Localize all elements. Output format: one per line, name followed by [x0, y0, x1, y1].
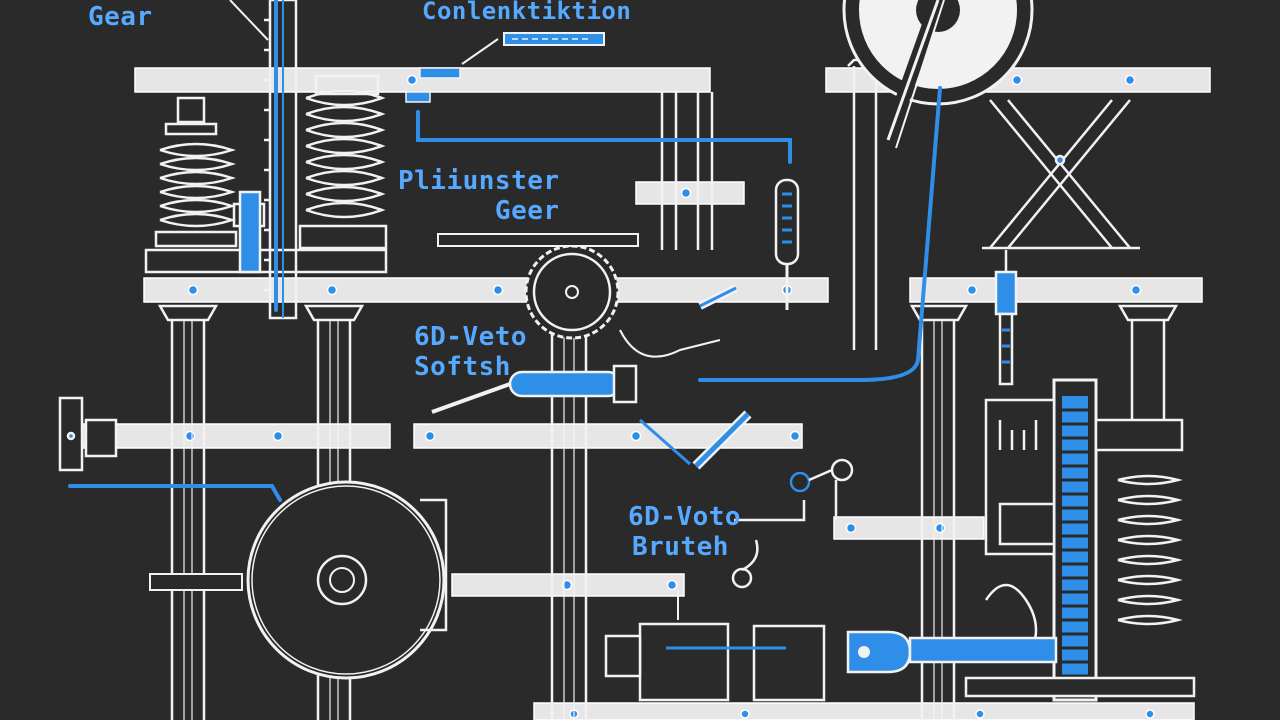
left-bracket: [58, 396, 118, 472]
beam-right-lower: [833, 516, 985, 540]
bolt: [492, 284, 504, 296]
column-upper-center: [660, 92, 714, 250]
beam-bottom: [533, 702, 1195, 720]
bolt: [561, 579, 573, 591]
bolt: [424, 430, 436, 442]
softsh-line1: 6D-Veto: [414, 322, 528, 352]
pliiunster-text: Pliiunster: [398, 166, 560, 196]
bolt: [966, 284, 978, 296]
bolt: [1130, 284, 1142, 296]
center-lever: [431, 284, 752, 470]
center-spring-assembly: [298, 74, 388, 250]
cross-brace: [982, 99, 1140, 250]
bolt: [1145, 709, 1155, 719]
top-connector: [405, 32, 605, 103]
gear-label: Gear: [88, 2, 153, 32]
bolt: [845, 522, 857, 534]
bruteh-label: 6D-Voto Bruteh: [628, 502, 741, 562]
bolt: [1124, 74, 1136, 86]
blue-plunger: [238, 190, 262, 274]
top-pulley: [842, 0, 1034, 149]
bolt: [666, 579, 678, 591]
vertical-rack: [229, 0, 298, 320]
bruteh-line2: Bruteh: [632, 532, 729, 562]
softsh-line2: Softsh: [414, 352, 511, 382]
pliiunster-geer-label: Pliiunster Geer: [398, 166, 560, 226]
bruteh-line1: 6D-Voto: [628, 502, 742, 532]
blue-wiring: [68, 0, 942, 502]
bolt: [326, 284, 338, 296]
beam-mid-right: [909, 277, 1203, 303]
column-right-upper: [847, 58, 883, 350]
bolt: [680, 187, 692, 199]
gear-label-text: Gear: [88, 2, 153, 32]
bolt: [740, 709, 750, 719]
flywheel: [149, 480, 448, 680]
bolt: [1011, 74, 1023, 86]
bolt: [406, 74, 418, 86]
bolt: [630, 430, 642, 442]
brush-tool: [774, 178, 800, 310]
right-gear-column: [1052, 378, 1098, 702]
bolt: [934, 522, 946, 534]
softsh-label: 6D-Veto Softsh: [414, 322, 527, 382]
right-hanging-tool: [994, 250, 1018, 386]
beam-center-lower: [413, 423, 803, 449]
connection-label-text: Conlenktiktion: [422, 0, 632, 25]
bolt: [975, 709, 985, 719]
small-linkage: [731, 458, 854, 589]
bolt: [272, 430, 284, 442]
bottom-actuator: [604, 590, 1058, 702]
geer-text: Geer: [494, 196, 560, 226]
bolt: [789, 430, 801, 442]
bolt: [184, 430, 196, 442]
bolt: [187, 284, 199, 296]
center-gear: [437, 233, 639, 340]
left-spring-assembly: [144, 96, 388, 274]
connection-label: Conlenktiktion: [422, 0, 631, 26]
column-a: [157, 304, 219, 720]
